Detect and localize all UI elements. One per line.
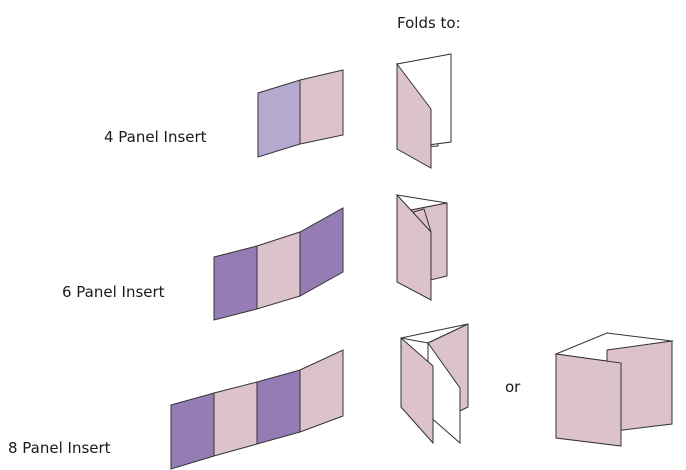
flat-strip-8-panel — [170, 349, 344, 470]
panel — [299, 69, 344, 145]
panel — [170, 392, 215, 470]
folded-4-panel — [396, 53, 452, 169]
folds-to-heading: Folds to: — [397, 14, 461, 32]
front-panel — [396, 62, 432, 169]
row-label-8-panel: 8 Panel Insert — [8, 439, 111, 457]
flat-strip-6-panel — [213, 207, 344, 321]
standing-8-panel — [554, 332, 674, 447]
folded-6-panel — [396, 193, 448, 301]
front-panel — [555, 353, 622, 447]
panel — [299, 207, 344, 297]
panel — [213, 245, 258, 321]
panel — [256, 231, 301, 310]
row-label-4-panel: 4 Panel Insert — [104, 128, 207, 146]
folded-8-panel — [400, 323, 469, 445]
front-panel — [396, 193, 432, 301]
front-panel — [400, 336, 434, 445]
panel — [299, 349, 344, 433]
row-label-6-panel: 6 Panel Insert — [62, 283, 165, 301]
panel — [256, 369, 301, 445]
flat-strip-4-panel — [257, 69, 344, 158]
panel — [213, 381, 258, 457]
or-separator: or — [505, 378, 521, 396]
panel — [257, 79, 301, 158]
